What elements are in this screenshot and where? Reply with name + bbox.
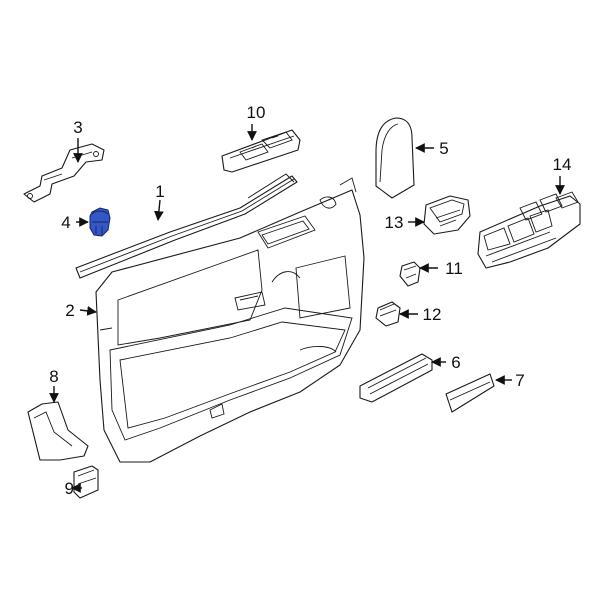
callout-7: 7 [515, 371, 524, 390]
callout-4: 4 [61, 213, 70, 232]
callout-9: 9 [65, 479, 74, 498]
callout-6: 6 [451, 353, 460, 372]
corner-cover [27, 401, 89, 461]
callout-3: 3 [73, 118, 82, 137]
callout-14: 14 [553, 155, 572, 174]
pull-handle [359, 353, 433, 403]
callout-13: 13 [385, 213, 404, 232]
switch-bezel [221, 129, 301, 173]
mirror-sail-cover [375, 117, 415, 199]
switch-unit [423, 195, 471, 235]
callout-10: 10 [247, 103, 266, 122]
callout-labels: 1 2 3 4 5 6 7 8 9 10 11 12 13 14 [49, 103, 571, 498]
small-clip-11 [399, 261, 421, 287]
callout-1: 1 [155, 182, 164, 201]
door-trim-panel [95, 177, 365, 463]
callout-8: 8 [49, 367, 58, 386]
callout-11: 11 [445, 259, 463, 278]
belt-weatherstrip [75, 173, 298, 279]
callout-5: 5 [439, 139, 448, 158]
master-window-switch [477, 191, 581, 269]
pocket-trim [445, 373, 495, 413]
callout-12: 12 [423, 305, 442, 324]
callout-2: 2 [65, 301, 74, 320]
end-cap [73, 465, 99, 499]
door-bracket [23, 143, 105, 203]
leader-lines [49, 124, 565, 493]
highlighted-clip [89, 207, 111, 237]
small-switch-12 [375, 301, 401, 327]
